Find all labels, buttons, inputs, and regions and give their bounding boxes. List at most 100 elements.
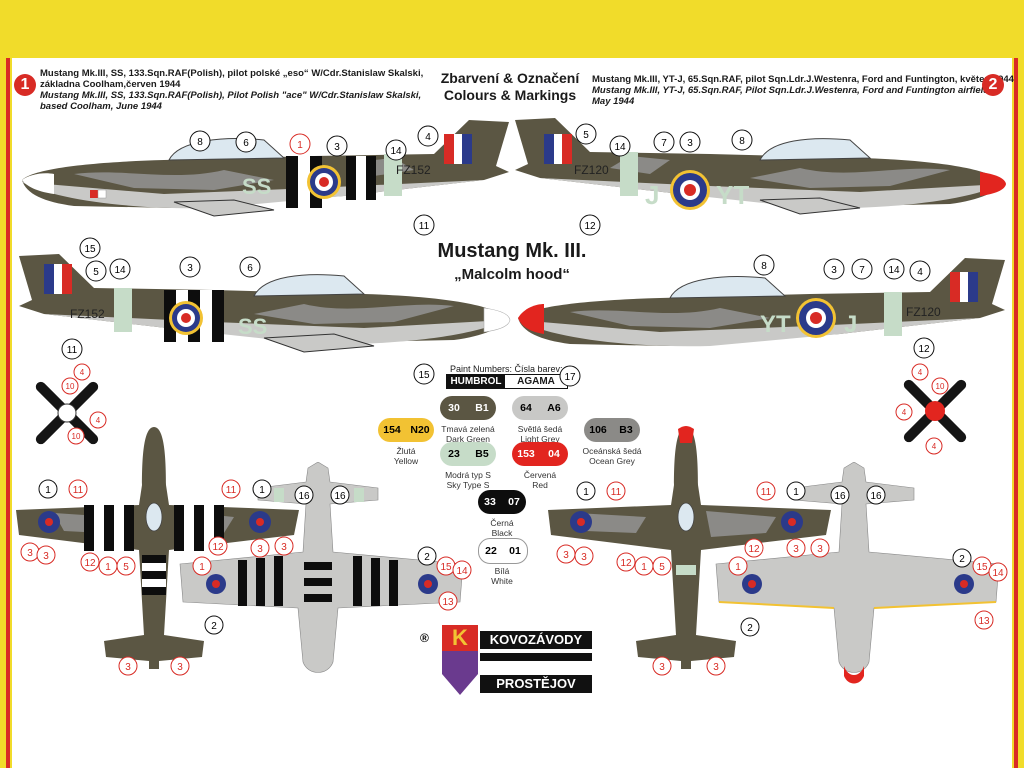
propeller-2 bbox=[903, 379, 967, 443]
logo-bar bbox=[480, 653, 592, 661]
logo-line1: KOVOZÁVODY bbox=[480, 631, 592, 649]
callout-1-t4: 1 bbox=[735, 562, 741, 573]
aircraft-1-serial-right: FZ152 bbox=[70, 307, 105, 321]
label-en: Red bbox=[532, 480, 548, 490]
chip-agama: 07 bbox=[508, 496, 520, 508]
callout-11-top2: 11 bbox=[611, 487, 622, 498]
callout-5-t1: 5 bbox=[123, 562, 129, 573]
callout-7b: 7 bbox=[859, 265, 865, 276]
aircraft-1-left-profile: SS FZ152 bbox=[22, 120, 509, 217]
logo-letter: K bbox=[442, 625, 478, 651]
callout-1-top1b: 1 bbox=[259, 485, 265, 496]
chip-humbrol: 154 bbox=[383, 424, 401, 436]
callout-2-t3: 2 bbox=[747, 623, 753, 634]
chip-humbrol: 153 bbox=[517, 448, 535, 460]
aircraft-2-code-left-b: J bbox=[844, 311, 857, 338]
callout-11: 11 bbox=[419, 221, 430, 232]
chip-agama: B1 bbox=[475, 402, 489, 414]
colours-markings-title: Zbarvení & Označení Colours & Markings bbox=[420, 70, 600, 104]
label-cz: Žlutá bbox=[396, 446, 416, 456]
label-en: Ocean Grey bbox=[589, 456, 635, 466]
callout-6b: 6 bbox=[247, 263, 253, 274]
chip-agama: N20 bbox=[410, 424, 430, 436]
callout-8b: 8 bbox=[739, 136, 745, 147]
aircraft-1-serial: FZ152 bbox=[396, 163, 431, 177]
aircraft-2-serial: FZ120 bbox=[574, 163, 609, 177]
label-cz: Černá bbox=[490, 518, 514, 528]
callout-5: 5 bbox=[583, 130, 589, 141]
caption2-en-line1: Mustang Mk.III, YT-J, 65.Sqn.RAF, Pilot … bbox=[592, 85, 992, 96]
callout-4: 4 bbox=[425, 132, 431, 143]
right-red-line bbox=[1014, 58, 1018, 768]
aircraft-1-right-profile: FZ152 SS bbox=[19, 254, 511, 353]
callout-12-t4: 12 bbox=[748, 544, 760, 555]
aircraft-2-bottom-view bbox=[715, 462, 1000, 684]
callout-2-t2: 2 bbox=[424, 552, 430, 563]
callout-14: 14 bbox=[390, 146, 402, 157]
chip-agama: A6 bbox=[547, 402, 561, 414]
caption-en-line1: Mustang Mk.III, SS, 133.Sqn.RAF(Polish),… bbox=[40, 90, 422, 101]
callout-3-t12: 3 bbox=[713, 662, 719, 673]
paint-header: Paint Numbers: Čísla barev: bbox=[450, 364, 563, 374]
label-cz: Bílá bbox=[494, 566, 510, 576]
label-en: Dark Green bbox=[446, 434, 490, 444]
callout-1-t1: 1 bbox=[105, 562, 111, 573]
callout-6: 6 bbox=[243, 138, 249, 149]
callout-11-top1b: 11 bbox=[226, 485, 237, 496]
title-cz: Zbarvení & Označení bbox=[440, 70, 580, 86]
title-en: Colours & Markings bbox=[443, 87, 577, 103]
callout-11-top2b: 11 bbox=[761, 487, 772, 498]
callout-1-t2: 1 bbox=[199, 562, 205, 573]
brand-agama: AGAMA bbox=[517, 376, 555, 387]
aircraft-2-code-left: J bbox=[645, 180, 659, 210]
callout-14-t1: 14 bbox=[456, 566, 468, 577]
callout-5b: 5 bbox=[93, 267, 99, 278]
callout-4-prop2b: 4 bbox=[902, 408, 907, 417]
paint-brand-row: HUMBROL AGAMA bbox=[446, 374, 568, 389]
caption-en-line2: based Coolham, June 1944 bbox=[40, 101, 162, 112]
registered-mark: ® bbox=[420, 631, 429, 645]
chip-agama: 04 bbox=[548, 448, 560, 460]
callout-3: 3 bbox=[334, 142, 340, 153]
callout-3-t8: 3 bbox=[581, 552, 587, 563]
aircraft-1-bottom-view bbox=[179, 462, 464, 673]
aircraft-2-code-right-b: YT bbox=[760, 311, 791, 338]
chip-agama: B5 bbox=[475, 448, 489, 460]
label-cz: Červená bbox=[523, 470, 557, 480]
callout-12-t3: 12 bbox=[620, 558, 632, 569]
brand-humbrol: HUMBROL bbox=[447, 375, 505, 388]
caption-cz-line2: základna Coolham,červen 1944 bbox=[40, 79, 181, 90]
callout-4-prop2: 4 bbox=[918, 368, 923, 377]
aircraft-2-badge: 2 bbox=[982, 74, 1004, 96]
model-subtitle: „Malcolm hood“ bbox=[454, 266, 570, 283]
callout-3-t5: 3 bbox=[125, 662, 131, 673]
callout-3-t3: 3 bbox=[257, 544, 263, 555]
chip-humbrol: 22 bbox=[485, 545, 497, 557]
callout-4-prop2c: 4 bbox=[932, 442, 937, 451]
propeller-1 bbox=[35, 381, 99, 445]
caption2-cz: Mustang Mk.III, YT-J, 65.Sqn.RAF, pilot … bbox=[592, 74, 1014, 85]
callout-3b: 3 bbox=[687, 138, 693, 149]
chip-humbrol: 23 bbox=[448, 448, 460, 460]
aircraft-2-left-profile: YT J FZ120 bbox=[518, 258, 1005, 347]
callout-1-t3: 1 bbox=[641, 562, 647, 573]
callout-10-prop1b: 10 bbox=[72, 432, 81, 441]
callout-1-top2b: 1 bbox=[793, 487, 799, 498]
label-cz: Světlá šedá bbox=[517, 424, 563, 434]
callout-14d: 14 bbox=[888, 265, 900, 276]
callout-4-prop1: 4 bbox=[80, 368, 85, 377]
callout-17: 17 bbox=[564, 372, 576, 383]
callout-16-d: 16 bbox=[870, 491, 882, 502]
aircraft-2-caption: Mustang Mk.III, YT-J, 65.Sqn.RAF, pilot … bbox=[592, 74, 1014, 107]
callout-15-t1: 15 bbox=[440, 562, 452, 573]
